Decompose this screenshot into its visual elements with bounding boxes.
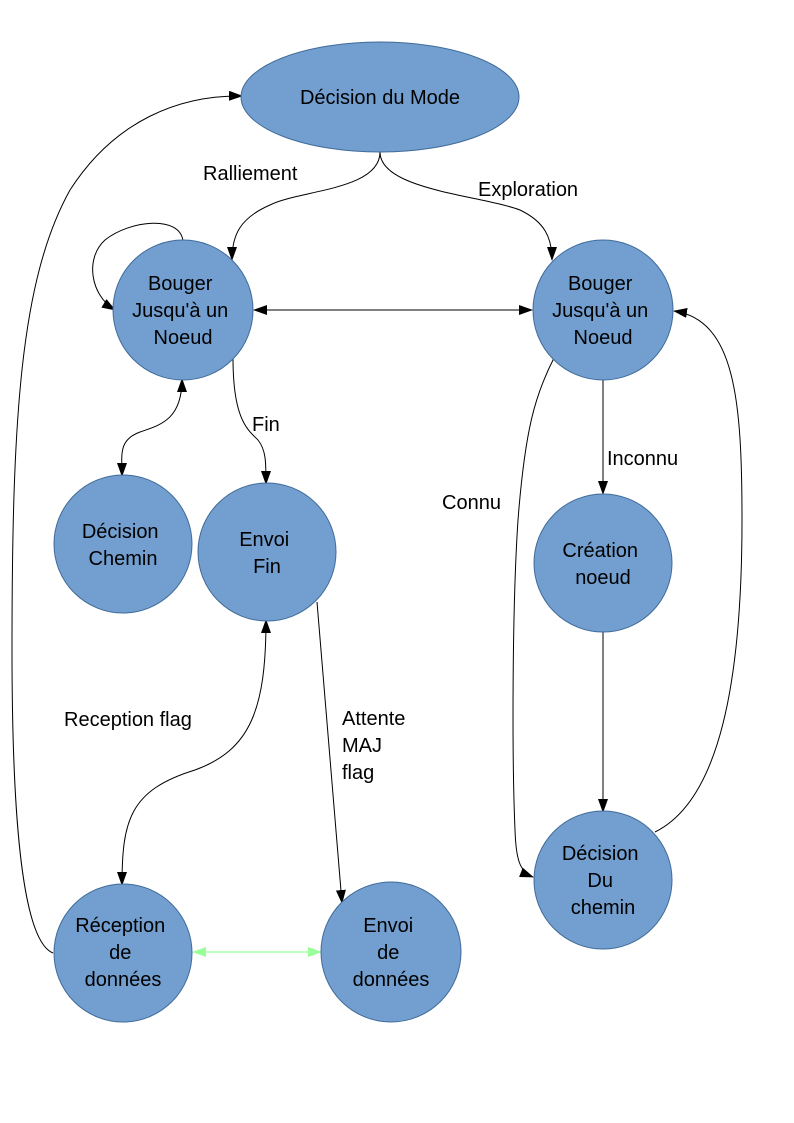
svg-text:Réception de donné: Réception de données	[75, 915, 171, 991]
node-label-line: Création	[562, 540, 638, 562]
edge-move-left-self-loop	[92, 222, 184, 311]
node-label-line: Bouger	[148, 273, 213, 295]
node-send-end: Envoi Fin	[197, 482, 337, 622]
node-label-line: chemin	[571, 897, 635, 919]
node-label-line: Décision	[562, 843, 639, 865]
edge-label-attente-line: MAJ	[342, 735, 382, 757]
node-label-line: noeud	[575, 567, 631, 589]
edge-label-ralliement: Ralliement	[203, 163, 298, 185]
node-send-data: Envoi de données	[320, 881, 462, 1023]
svg-text:Bouger Jusqu'à un: Bouger Jusqu'à un Noeud	[132, 273, 234, 349]
node-label-line: Bouger	[568, 273, 633, 295]
node-label-line: Envoi	[239, 529, 289, 551]
node-label-line: Fin	[253, 556, 281, 578]
edge-send-end-receive-data	[117, 619, 271, 886]
node-move-right: Bouger Jusqu'à un Noeud	[532, 239, 674, 381]
node-receive-data: Réception de données	[53, 883, 193, 1023]
edge-label-fin: Fin	[252, 414, 280, 436]
node-label-line: Chemin	[89, 548, 158, 570]
node-label-line: données	[85, 969, 162, 991]
svg-text:Envoi Fin: Envoi Fin	[239, 529, 295, 578]
node-label-line: données	[353, 969, 430, 991]
node-decision-route: Décision Du chemin	[533, 810, 673, 950]
node-decision-path: Décision Chemin	[53, 474, 193, 614]
edge-label-attente-line: Attente	[342, 708, 405, 730]
svg-text:Décision Du chemin: Décision Du chemin	[562, 843, 644, 919]
node-label-line: Noeud	[574, 327, 633, 349]
edge-receive-data-to-mode	[11, 90, 243, 954]
svg-text:Création noeud: Création noeud	[562, 540, 643, 589]
edge-mode-to-move-left	[227, 151, 381, 261]
node-label-line: Réception	[75, 915, 165, 937]
svg-text:Bouger Jusqu'à un: Bouger Jusqu'à un Noeud	[552, 273, 654, 349]
edge-move-left-to-send-end	[232, 357, 271, 485]
edge-label-connu: Connu	[442, 492, 501, 514]
node-move-left: Bouger Jusqu'à un Noeud	[112, 239, 254, 381]
node-label-line: Jusqu'à un	[132, 300, 228, 322]
node-label-line: de	[377, 942, 399, 964]
node-label-line: Jusqu'à un	[552, 300, 648, 322]
edge-label-exploration: Exploration	[478, 179, 578, 201]
node-create-node: Création noeud	[533, 493, 673, 633]
node-label-line: Décision	[82, 521, 159, 543]
edge-move-right-to-decision-route	[512, 357, 555, 878]
edge-mode-to-move-right	[379, 151, 557, 261]
svg-text:Décision Chemin: Décision Chemin	[82, 521, 164, 570]
edge-label-attente-line: flag	[342, 762, 374, 784]
node-label-line: de	[109, 942, 131, 964]
edge-label-attente: Attente MAJ flag	[342, 708, 411, 784]
node-label-line: Du	[587, 870, 613, 892]
edge-move-left-decision-path	[116, 378, 187, 477]
edge-send-end-to-send-data	[316, 601, 346, 904]
svg-text:Décision du Mode: Décision du Mode	[300, 87, 460, 109]
edge-decision-route-to-move-right	[654, 307, 743, 833]
edge-label-reception-flag: Reception flag	[64, 709, 192, 731]
node-label-line: Décision du Mode	[300, 87, 460, 109]
node-decision-mode: Décision du Mode	[240, 41, 520, 153]
svg-text:Envoi de données: Envoi de données	[353, 915, 430, 991]
node-label-line: Noeud	[154, 327, 213, 349]
node-label-line: Envoi	[363, 915, 413, 937]
edge-label-inconnu: Inconnu	[607, 448, 678, 470]
